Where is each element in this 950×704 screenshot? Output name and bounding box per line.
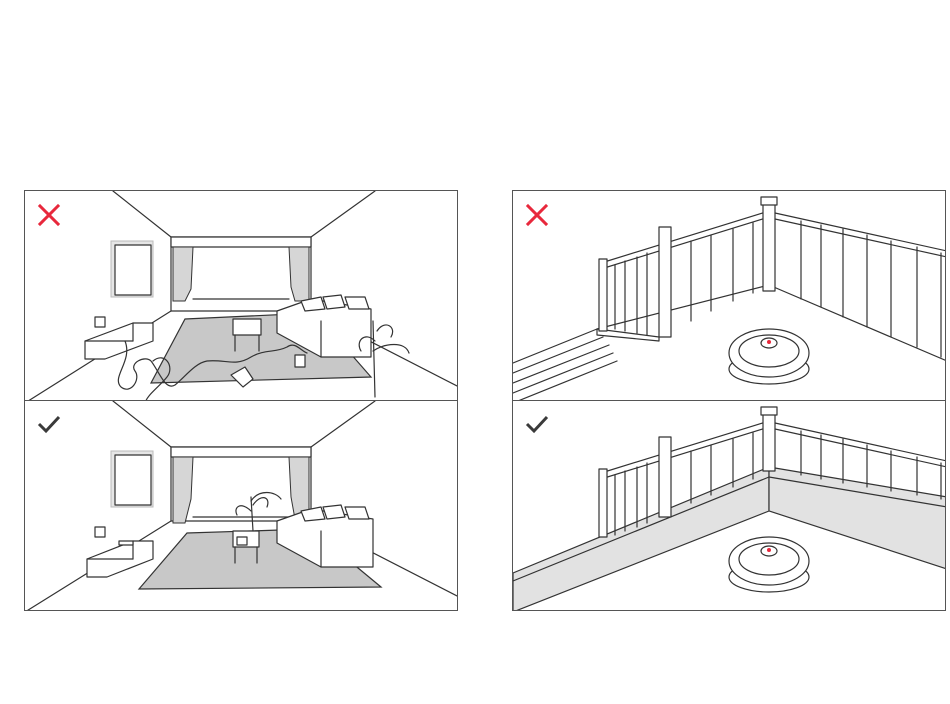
panel-living-room-tidy — [24, 400, 458, 611]
check-icon — [523, 411, 551, 439]
stairs-unguarded-illustration — [513, 191, 946, 402]
living-room-cluttered-illustration — [25, 191, 458, 402]
panel-stairs-unguarded — [512, 190, 946, 402]
cross-icon — [523, 201, 551, 229]
cross-icon — [35, 201, 63, 229]
panel-stairs-blocked — [512, 400, 946, 611]
living-room-tidy-illustration — [25, 401, 458, 611]
stairs-blocked-illustration — [513, 401, 946, 611]
panel-living-room-cluttered — [24, 190, 458, 402]
check-icon — [35, 411, 63, 439]
